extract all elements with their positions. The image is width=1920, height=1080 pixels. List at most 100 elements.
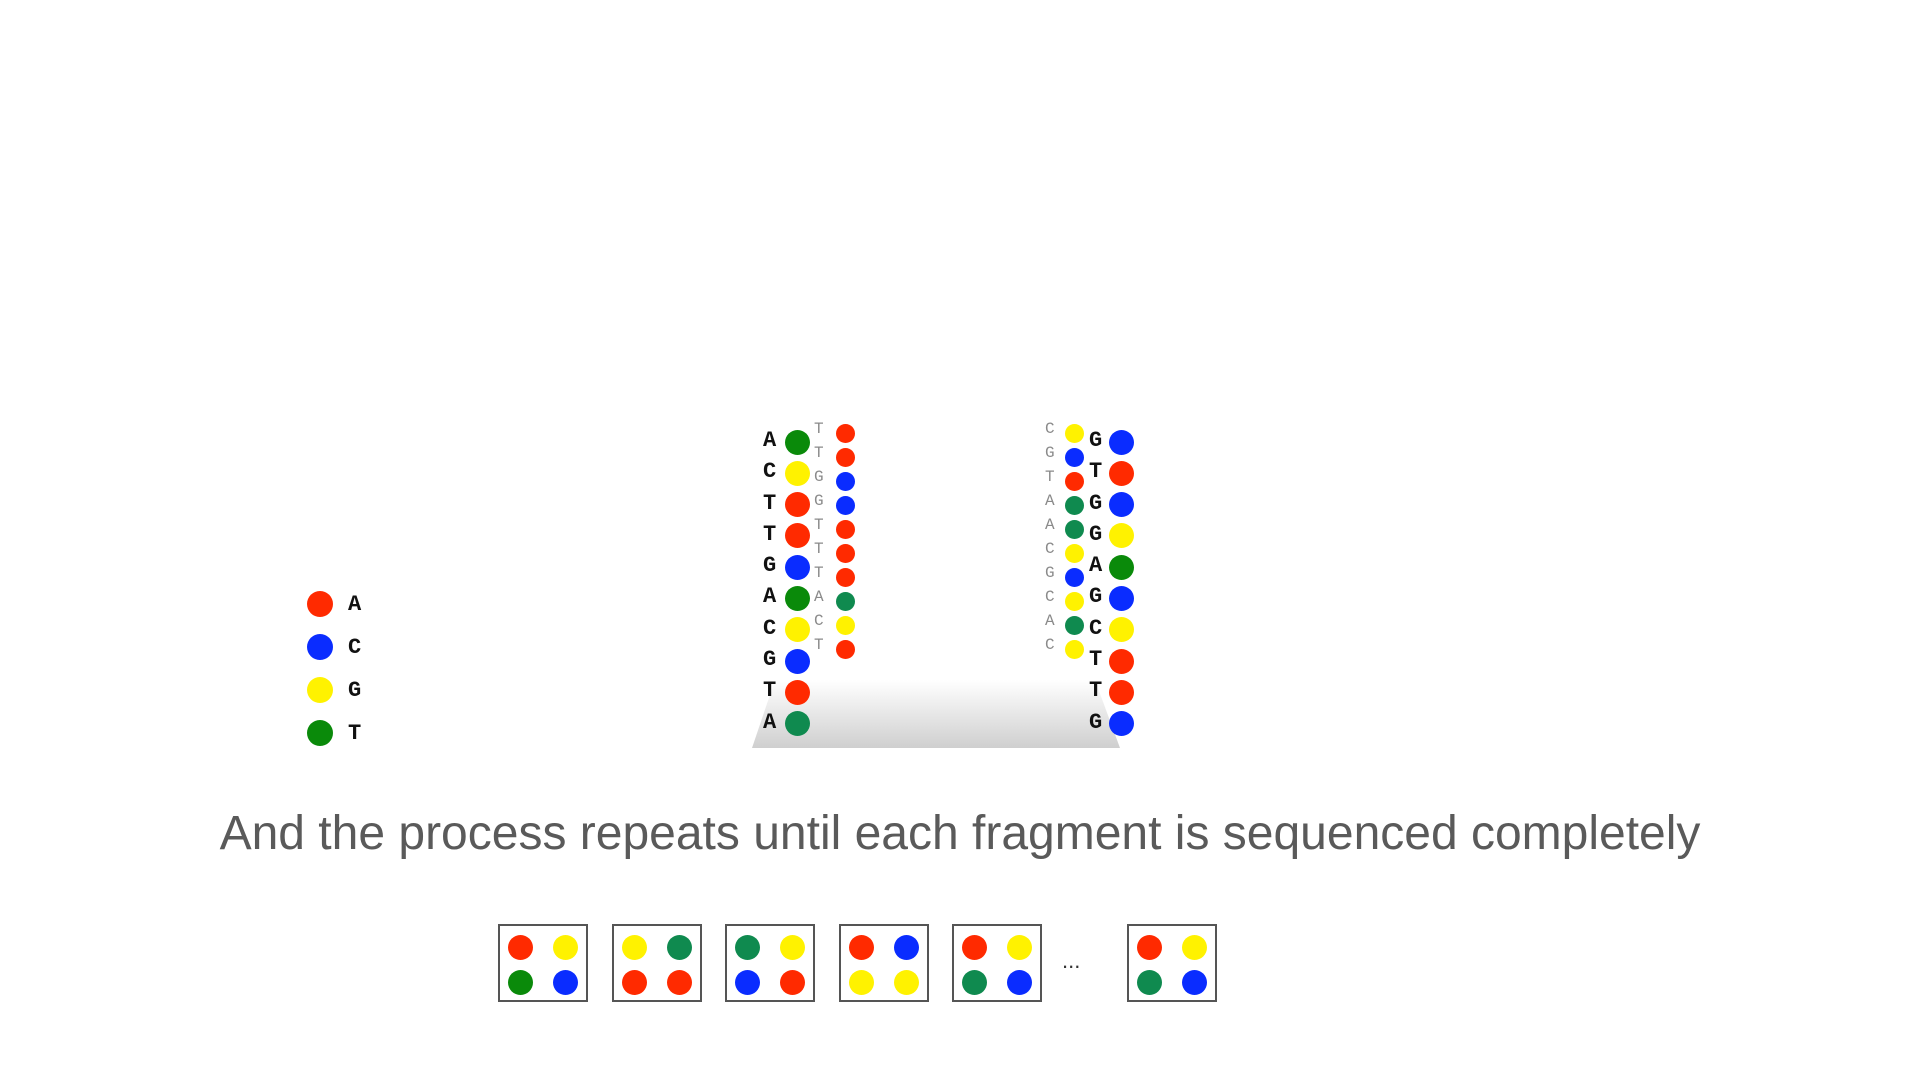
left-template-label: A bbox=[763, 709, 777, 735]
right-template-dot bbox=[1108, 429, 1134, 455]
right-template-label: T bbox=[1089, 647, 1103, 672]
left-read-label: T bbox=[814, 564, 824, 583]
right-read-label: C bbox=[1045, 588, 1055, 607]
right-template-label: G bbox=[1089, 584, 1103, 610]
legend-label-g: G bbox=[348, 677, 362, 703]
right-template-label: G bbox=[1089, 521, 1103, 547]
left-read-dot bbox=[835, 447, 855, 467]
right-template-dot bbox=[1108, 523, 1134, 549]
left-read-dot bbox=[835, 639, 855, 659]
right-read-dot bbox=[1064, 591, 1084, 611]
left-read-dot bbox=[835, 591, 855, 611]
left-template-label: A bbox=[763, 584, 777, 610]
legend-dot-t bbox=[307, 720, 333, 746]
left-template-dot bbox=[784, 648, 810, 674]
right-read-dot bbox=[1064, 543, 1084, 563]
cluster-dot bbox=[734, 969, 760, 995]
left-template-dot bbox=[784, 429, 810, 455]
right-read-dot bbox=[1064, 615, 1084, 635]
right-read-label: G bbox=[1045, 444, 1055, 463]
left-read-dot bbox=[835, 495, 855, 515]
cluster-dot bbox=[961, 934, 987, 960]
left-template-dot bbox=[784, 492, 810, 518]
right-template-dot bbox=[1108, 711, 1134, 737]
left-template-label: T bbox=[763, 521, 777, 547]
left-template-label: G bbox=[763, 553, 777, 579]
left-read-dot bbox=[835, 519, 855, 539]
cluster-dot bbox=[848, 969, 874, 995]
right-template-dot bbox=[1108, 617, 1134, 643]
left-read-dot bbox=[835, 471, 855, 491]
left-read-label: T bbox=[814, 516, 824, 535]
cluster-dot bbox=[961, 969, 987, 995]
cluster-dot bbox=[1006, 934, 1032, 960]
left-read-label: C bbox=[814, 612, 824, 631]
right-read-label: A bbox=[1045, 492, 1055, 511]
left-template-label: G bbox=[763, 647, 777, 672]
left-read-label: T bbox=[814, 444, 824, 463]
cluster-dot bbox=[779, 969, 805, 995]
left-read-label: T bbox=[814, 636, 824, 655]
right-read-label: T bbox=[1045, 468, 1055, 487]
right-template-dot bbox=[1108, 648, 1134, 674]
right-read-dot bbox=[1064, 519, 1084, 539]
left-template-dot bbox=[784, 554, 810, 580]
right-read-dot bbox=[1064, 471, 1084, 491]
left-read-label: A bbox=[814, 588, 824, 607]
right-read-label: C bbox=[1045, 636, 1055, 655]
left-read-label: T bbox=[814, 540, 824, 559]
cluster-dot bbox=[1136, 969, 1162, 995]
legend-label-a: A bbox=[348, 591, 362, 617]
legend-dot-a bbox=[307, 591, 333, 617]
left-template-label: T bbox=[763, 678, 777, 704]
right-read-dot bbox=[1064, 639, 1084, 659]
left-template-dot bbox=[784, 460, 810, 486]
left-read-dot bbox=[835, 615, 855, 635]
cluster-dot bbox=[621, 969, 647, 995]
legend-dot-g bbox=[307, 677, 333, 703]
right-template-label: C bbox=[1089, 615, 1103, 641]
right-read-label: C bbox=[1045, 540, 1055, 559]
left-read-label: G bbox=[814, 492, 824, 511]
cluster-dot bbox=[734, 934, 760, 960]
cluster-dot bbox=[893, 969, 919, 995]
right-read-dot bbox=[1064, 447, 1084, 467]
left-read-dot bbox=[835, 543, 855, 563]
left-read-label: T bbox=[814, 420, 824, 439]
cluster-dot bbox=[893, 934, 919, 960]
right-template-label: T bbox=[1089, 678, 1103, 704]
right-read-label: A bbox=[1045, 612, 1055, 631]
cluster-dot bbox=[848, 934, 874, 960]
left-template-label: C bbox=[763, 459, 777, 485]
right-template-dot bbox=[1108, 460, 1134, 486]
cluster-dot bbox=[666, 934, 692, 960]
left-template-dot bbox=[784, 523, 810, 549]
cluster-dot bbox=[552, 934, 578, 960]
right-read-dot bbox=[1064, 567, 1084, 587]
right-template-label: G bbox=[1089, 709, 1103, 735]
cluster-dot bbox=[507, 969, 533, 995]
right-template-dot bbox=[1108, 492, 1134, 518]
left-template-dot bbox=[784, 711, 810, 737]
cluster-dot bbox=[621, 934, 647, 960]
right-read-label: A bbox=[1045, 516, 1055, 535]
left-read-dot bbox=[835, 567, 855, 587]
left-read-label: G bbox=[814, 468, 824, 487]
cluster-dot bbox=[666, 969, 692, 995]
left-template-dot bbox=[784, 617, 810, 643]
right-template-dot bbox=[1108, 586, 1134, 611]
left-template-label: C bbox=[763, 615, 777, 641]
right-template-label: A bbox=[1089, 553, 1103, 579]
left-template-label: T bbox=[763, 490, 777, 516]
cluster-dot bbox=[1181, 969, 1207, 995]
right-read-label: C bbox=[1045, 420, 1055, 439]
legend-label-t: T bbox=[348, 720, 362, 746]
cluster-dot bbox=[552, 969, 578, 995]
right-template-dot bbox=[1108, 554, 1134, 580]
left-read-dot bbox=[835, 423, 855, 443]
left-template-dot bbox=[784, 679, 810, 705]
cluster-dot bbox=[1181, 934, 1207, 960]
caption-text: And the process repeats until each fragm… bbox=[219, 807, 1701, 860]
right-read-dot bbox=[1064, 423, 1084, 443]
